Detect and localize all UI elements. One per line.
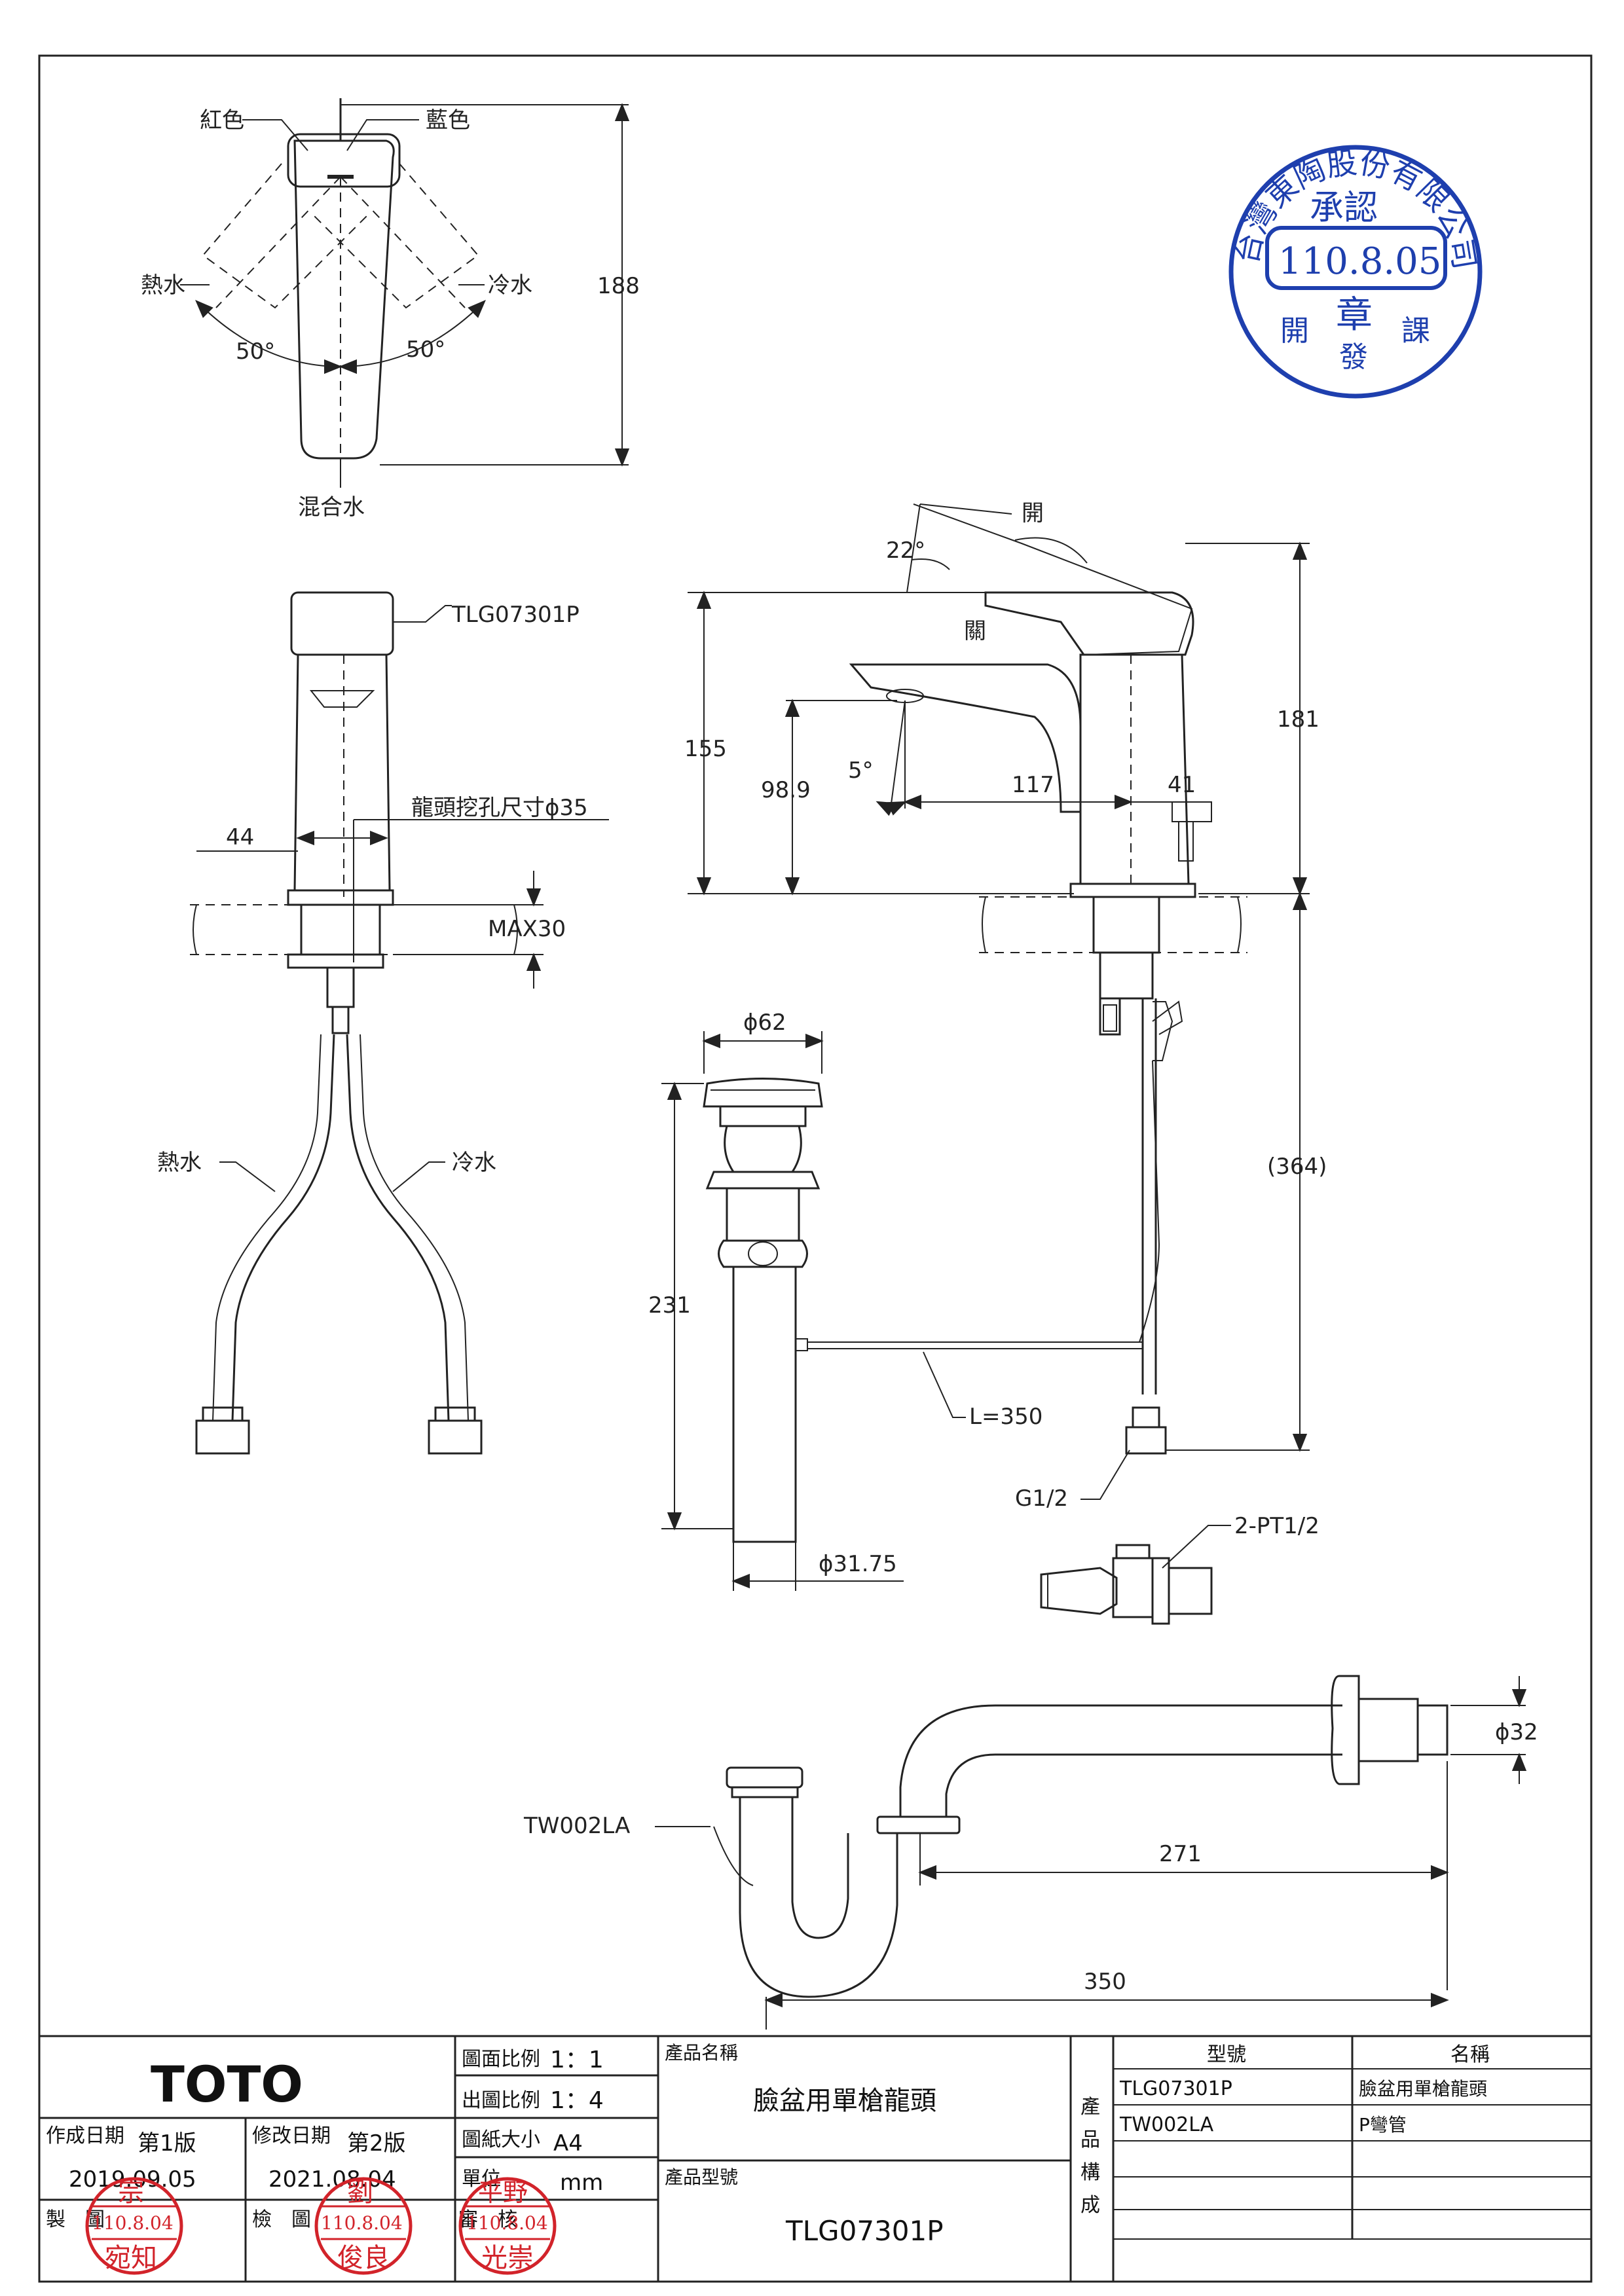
stamp-reviewed-name: 光崇 (481, 2243, 534, 2273)
label-hot-top: 熱水 (141, 272, 185, 299)
stamp-checked: 劉 110.8.04 俊良 (314, 2177, 413, 2275)
sheet-border (38, 54, 1593, 2283)
label-hot-front: 熱水 (157, 1150, 202, 1176)
label-red: 紅色 (200, 107, 244, 134)
stamp-reviewed-date: 110.8.04 (466, 2212, 548, 2234)
label-mixed: 混合水 (298, 494, 365, 520)
stamp-drawn-date: 110.8.04 (92, 2212, 174, 2234)
label-drawn: 製 圖 (46, 2208, 105, 2231)
drain-assembly (661, 1031, 1231, 1625)
label-product-name: 產品名稱 (665, 2042, 738, 2064)
label-angle-left: 50° (236, 338, 275, 365)
comp-row-2-model: TW002LA (1119, 2113, 1214, 2136)
label-cold-front: 冷水 (452, 1150, 496, 1176)
comp-label-3: 構 (1080, 2161, 1100, 2184)
value-scale-print: 1：4 (550, 2087, 604, 2114)
dim-188: 188 (597, 273, 640, 299)
front-view (190, 591, 609, 1455)
title-block (38, 2035, 1593, 2283)
label-g12: G1/2 (1015, 1485, 1068, 1512)
stamp-dept-right: 課 (1401, 314, 1430, 348)
comp-label-2: 品 (1080, 2128, 1100, 2151)
dim-181: 181 (1277, 706, 1320, 733)
label-angle-right: 50° (406, 337, 445, 363)
value-scale-drawing: 1：1 (550, 2047, 604, 2073)
dim-271: 271 (1159, 1841, 1202, 1867)
comp-label-1: 產 (1080, 2096, 1100, 2119)
stamp-drawn-name: 宛知 (105, 2243, 157, 2273)
dim-dia31-75: ϕ31.75 (819, 1551, 897, 1577)
value-paper: A4 (553, 2130, 583, 2157)
side-view (688, 503, 1310, 1500)
label-open-mid: 關 (964, 618, 986, 644)
stamp-dept-mid: 發 (1339, 340, 1368, 374)
p-trap (655, 1675, 1527, 2030)
brand-logo: TOTO (151, 2055, 303, 2113)
dim-dia62: ϕ62 (743, 1010, 786, 1036)
label-open-top: 開 (1022, 500, 1044, 526)
label-model-front: TLG07301P (451, 602, 580, 628)
label-revised: 修改日期 (252, 2124, 331, 2147)
comp-header-model: 型號 (1207, 2043, 1246, 2066)
dim-22deg: 22° (886, 538, 925, 564)
label-scale-print: 出圖比例 (462, 2089, 540, 2112)
value-unit: mm (560, 2170, 603, 2196)
value-product-model: TLG07301P (785, 2215, 944, 2247)
label-product-model: 產品型號 (665, 2166, 738, 2188)
approval-stamp: 台灣東陶股份有限公司 承認 110.8.05 章 開 發 課 (1228, 145, 1483, 399)
top-view (180, 98, 630, 488)
label-hole-size: 龍頭挖孔尺寸ϕ35 (411, 795, 588, 821)
stamp-approved: 承認 (1310, 189, 1378, 228)
comp-row-1-model: TLG07301P (1119, 2077, 1232, 2100)
dim-231: 231 (648, 1292, 691, 1319)
comp-row-2-name: P彎管 (1359, 2114, 1407, 2136)
label-blue: 藍色 (426, 107, 470, 134)
dim-98-9: 98.9 (761, 777, 811, 803)
dim-155: 155 (684, 736, 727, 762)
stamp-drawn-top: 宗 (118, 2178, 144, 2208)
dim-dia32: ϕ32 (1495, 1719, 1538, 1745)
label-scale-drawing: 圖面比例 (462, 2048, 540, 2071)
dim-350: 350 (1084, 1969, 1126, 1995)
dim-44: 44 (226, 824, 254, 850)
label-paper: 圖紙大小 (462, 2128, 540, 2151)
comp-label-4: 成 (1080, 2194, 1100, 2217)
dim-max30: MAX30 (488, 916, 566, 942)
stamp-checked-top: 劉 (347, 2178, 373, 2208)
comp-row-1-name: 臉盆用單槍龍頭 (1359, 2078, 1487, 2100)
label-cold-top: 冷水 (488, 272, 532, 299)
dim-117: 117 (1012, 772, 1054, 798)
dim-364: (364) (1267, 1154, 1327, 1180)
dim-5deg: 5° (848, 757, 874, 784)
stamp-checked-date: 110.8.04 (321, 2212, 403, 2234)
stamp-seal: 章 (1336, 294, 1373, 337)
value-version1: 第1版 (138, 2130, 196, 2157)
stamp-dept-left: 開 (1280, 314, 1309, 348)
label-pt12: 2-PT1/2 (1234, 1513, 1320, 1539)
stamp-date: 110.8.05 (1278, 240, 1441, 283)
stamp-checked-name: 俊良 (337, 2243, 390, 2273)
dim-41: 41 (1168, 772, 1196, 798)
label-created: 作成日期 (46, 2124, 124, 2147)
label-tw002la: TW002LA (523, 1813, 630, 1839)
stamp-drawn: 宗 110.8.04 宛知 (85, 2177, 183, 2275)
value-product-name: 臉盆用單槍龍頭 (753, 2086, 936, 2116)
label-checked: 檢 圖 (252, 2208, 311, 2231)
label-rod-length: L=350 (969, 1404, 1043, 1430)
stamp-reviewed: 平野 110.8.04 光崇 (458, 2177, 557, 2275)
label-reviewed: 審 核 (458, 2208, 517, 2231)
stamp-reviewed-top: 平野 (478, 2178, 528, 2207)
comp-header-name: 名稱 (1450, 2043, 1490, 2066)
value-version2: 第2版 (347, 2130, 406, 2157)
